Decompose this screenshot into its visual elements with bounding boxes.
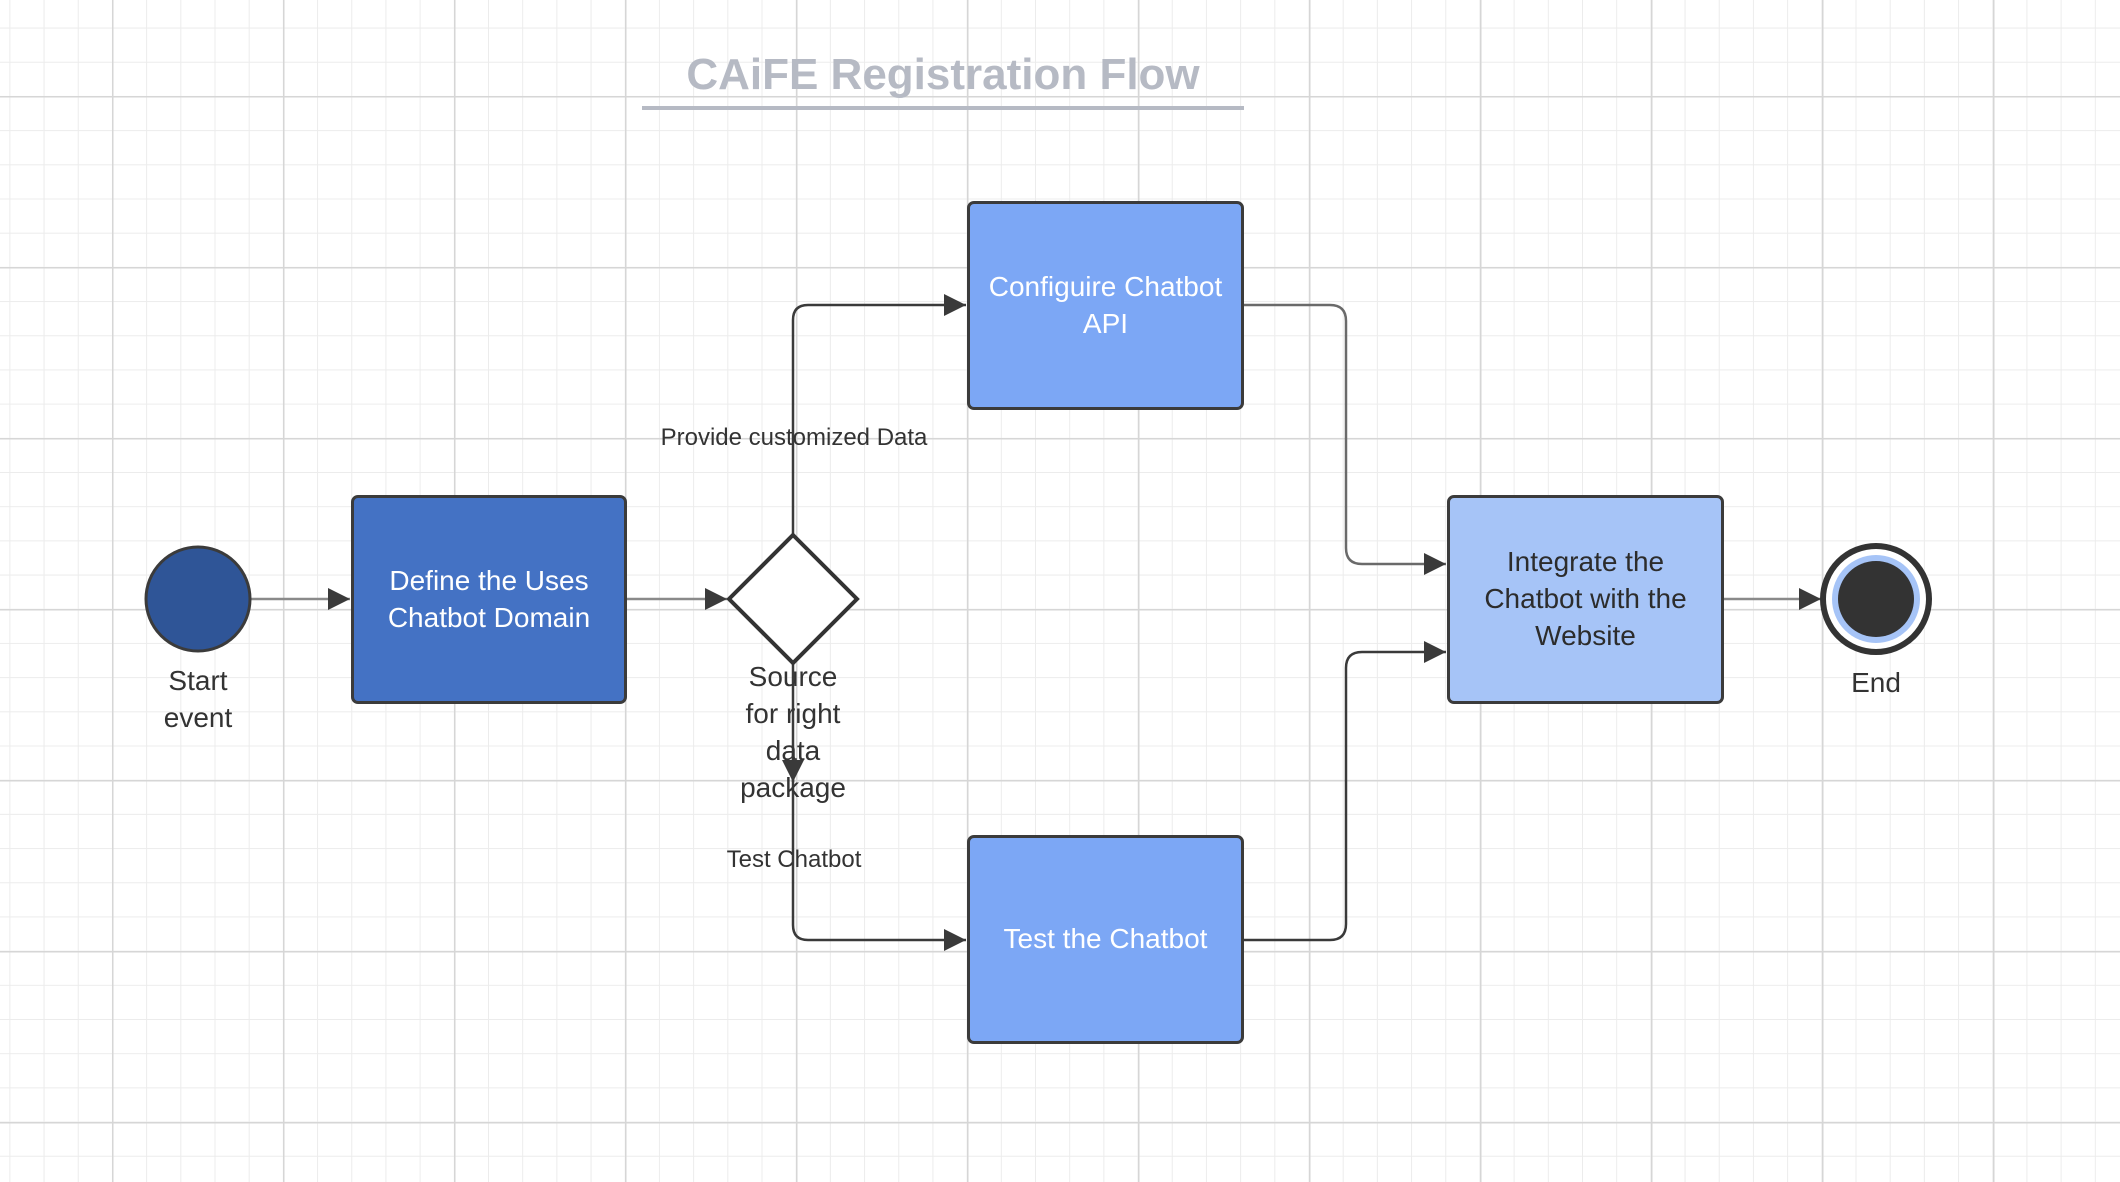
- diagram-title: CAiFE Registration Flow: [642, 50, 1244, 110]
- edge-label-test-chatbot: Test Chatbot: [726, 846, 862, 873]
- task-configure-api[interactable]: Configuire Chatbot API: [967, 201, 1244, 410]
- task-configure-api-label: Configuire Chatbot API: [988, 270, 1223, 339]
- gateway-diamond[interactable]: [726, 532, 860, 666]
- edge-gateway-to-configure: [791, 294, 966, 535]
- task-define-domain[interactable]: Define the Uses Chatbot Domain: [351, 495, 627, 704]
- start-event-circle[interactable]: [144, 545, 252, 653]
- edge-gateway-to-test: [791, 663, 966, 951]
- start-event-label: Start event: [163, 665, 233, 733]
- task-integrate-website-label: Integrate the Chatbot with the Website: [1484, 546, 1687, 651]
- task-test-chatbot-label: Test the Chatbot: [1003, 923, 1208, 955]
- end-event-label: End: [1851, 667, 1901, 698]
- gateway-label: Source for right data package: [740, 661, 846, 803]
- task-define-domain-label: Define the Uses Chatbot Domain: [387, 564, 591, 633]
- edge-label-provide-data: Provide customized Data: [660, 424, 928, 451]
- task-test-chatbot[interactable]: Test the Chatbot: [967, 835, 1244, 1044]
- edge-test-to-integrate: [1243, 641, 1446, 942]
- edge-configure-to-integrate: [1243, 303, 1446, 575]
- task-integrate-website[interactable]: Integrate the Chatbot with the Website: [1447, 495, 1724, 704]
- end-event-core: [1838, 561, 1914, 637]
